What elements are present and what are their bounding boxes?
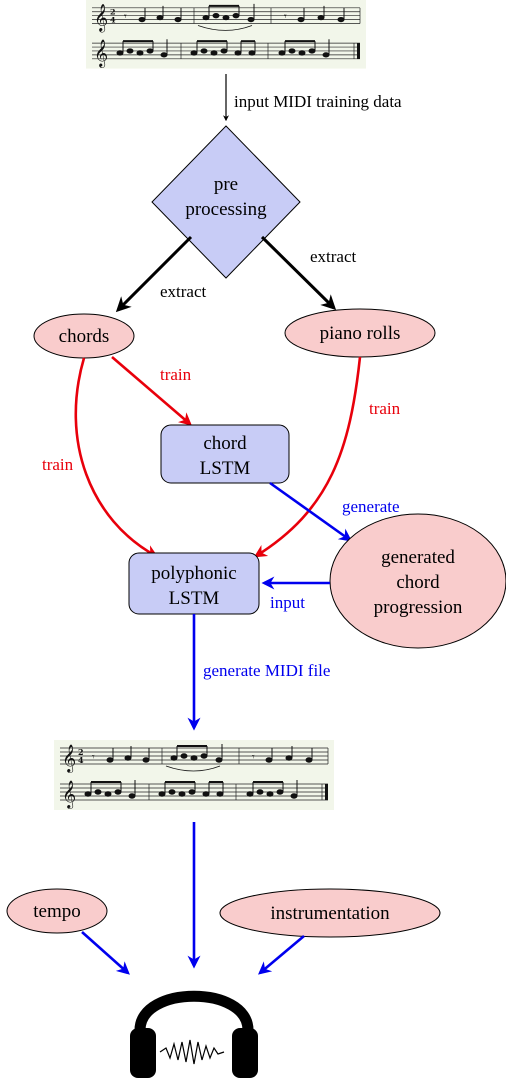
instrumentation-label: instrumentation	[270, 903, 390, 924]
tempo-arrow	[81, 931, 130, 975]
train-left-arrow	[74, 357, 159, 558]
train-right-arrow	[253, 356, 362, 558]
polyphonic-lstm-label-1: polyphonic	[151, 563, 237, 584]
train-chord-label: train	[160, 365, 192, 384]
preprocessing-label-2: processing	[185, 199, 267, 220]
generate-midi-label: generate MIDI file	[203, 661, 330, 680]
bottom-sheet-music-icon	[53, 739, 335, 811]
extract-right-label: extract	[310, 247, 357, 266]
extract-left-arrow	[115, 235, 193, 313]
top-sheet-music-icon	[85, 0, 367, 70]
tempo-node	[6, 888, 108, 934]
extract-left-label: extract	[160, 282, 207, 301]
generated-label-1: generated	[381, 547, 455, 568]
train-left-label: train	[42, 455, 74, 474]
extract-right-arrow	[260, 235, 337, 311]
input-label: input	[270, 593, 305, 612]
polyphonic-lstm-label-2: LSTM	[169, 588, 220, 609]
preprocessing-label-1: pre	[214, 174, 238, 195]
instrumentation-node	[219, 888, 441, 938]
chord-lstm-label-1: chord	[203, 433, 247, 454]
generated-label-3: progression	[374, 597, 463, 618]
chord-lstm-node	[160, 424, 290, 484]
train-chord-arrow	[111, 356, 192, 426]
chords-label: chords	[59, 326, 110, 347]
generate-arrow	[269, 481, 353, 542]
tempo-label: tempo	[33, 901, 81, 922]
generated-chord-progression-node	[329, 513, 506, 649]
chord-lstm-label-2: LSTM	[200, 458, 251, 479]
piano-rolls-label: piano rolls	[320, 323, 401, 344]
headphones-icon	[130, 990, 258, 1078]
train-right-label: train	[369, 399, 401, 418]
generate-label: generate	[342, 497, 400, 516]
instrumentation-arrow	[258, 935, 305, 975]
input-midi-label: input MIDI training data	[234, 92, 402, 111]
generated-label-2: chord	[396, 572, 440, 593]
